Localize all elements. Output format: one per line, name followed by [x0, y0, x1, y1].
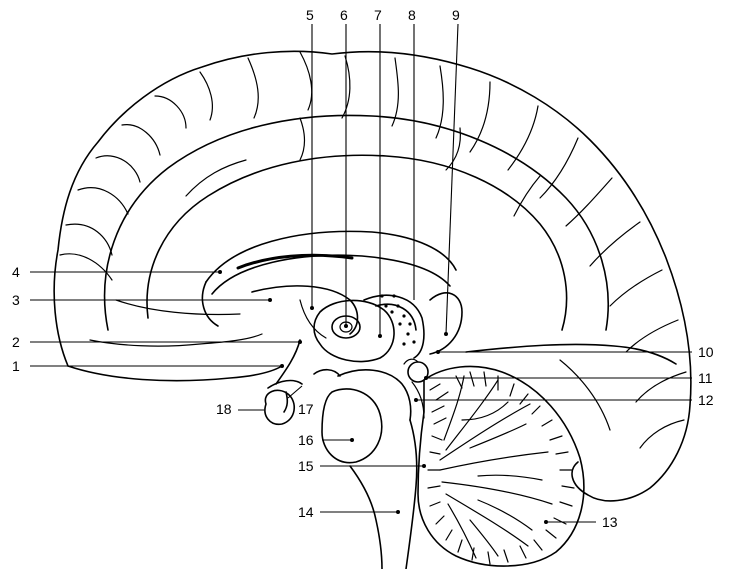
label-9: 9: [452, 7, 460, 23]
label-4: 4: [12, 264, 20, 280]
cortex-sulci: [59, 51, 687, 449]
cerebrum-outline: [53, 50, 692, 502]
label-12: 12: [698, 392, 714, 408]
thalamus-outline: [313, 299, 395, 363]
frontal-medial-sulcus: [115, 299, 241, 316]
colliculus-detail: [403, 358, 419, 365]
label-10: 10: [698, 344, 714, 360]
label-11: 11: [698, 370, 713, 386]
corpus-callosum: [201, 230, 457, 327]
label-8: 8: [408, 7, 416, 23]
mammillary-body: [313, 368, 341, 377]
cerebellum-arbor-vitae: [439, 375, 553, 559]
splenium: [429, 292, 463, 355]
label-13: 13: [602, 514, 618, 530]
label-14: 14: [298, 504, 314, 520]
label-5: 5: [306, 7, 314, 23]
cerebellum-folia: [427, 371, 575, 565]
label-3: 3: [12, 292, 20, 308]
label-2: 2: [12, 334, 20, 350]
septum-outline: [299, 299, 327, 339]
pituitary-gland: [264, 389, 295, 426]
occipital-fold: [559, 359, 611, 431]
label-1: 1: [12, 358, 20, 374]
label-numbers: 1 2 3 4 5 6 7 8 9 10 11 12 13 14 15 16 1…: [12, 7, 714, 530]
calcarine-sulcus: [465, 343, 677, 365]
label-16: 16: [298, 432, 314, 448]
label-15: 15: [298, 458, 314, 474]
orbital-gyri: [89, 333, 263, 347]
pons-outline: [321, 388, 383, 464]
infundibulum: [283, 391, 289, 413]
leader-lines: [30, 23, 692, 523]
fornix: [251, 285, 359, 335]
label-6: 6: [340, 7, 348, 23]
label-17: 17: [298, 401, 314, 417]
temporal-lobe-base: [67, 365, 283, 382]
leader-dots: [218, 270, 548, 524]
brainstem-posterior: [405, 419, 418, 570]
hypothalamus: [275, 339, 301, 385]
label-18: 18: [216, 401, 232, 417]
cingulate-gyrus: [103, 114, 609, 331]
optic-chiasm: [267, 379, 303, 389]
midbrain: [337, 369, 412, 421]
label-7: 7: [374, 7, 382, 23]
medulla-outline: [349, 465, 383, 570]
cerebellum-outline: [417, 365, 585, 567]
stria-medullaris-shading: [363, 294, 425, 359]
